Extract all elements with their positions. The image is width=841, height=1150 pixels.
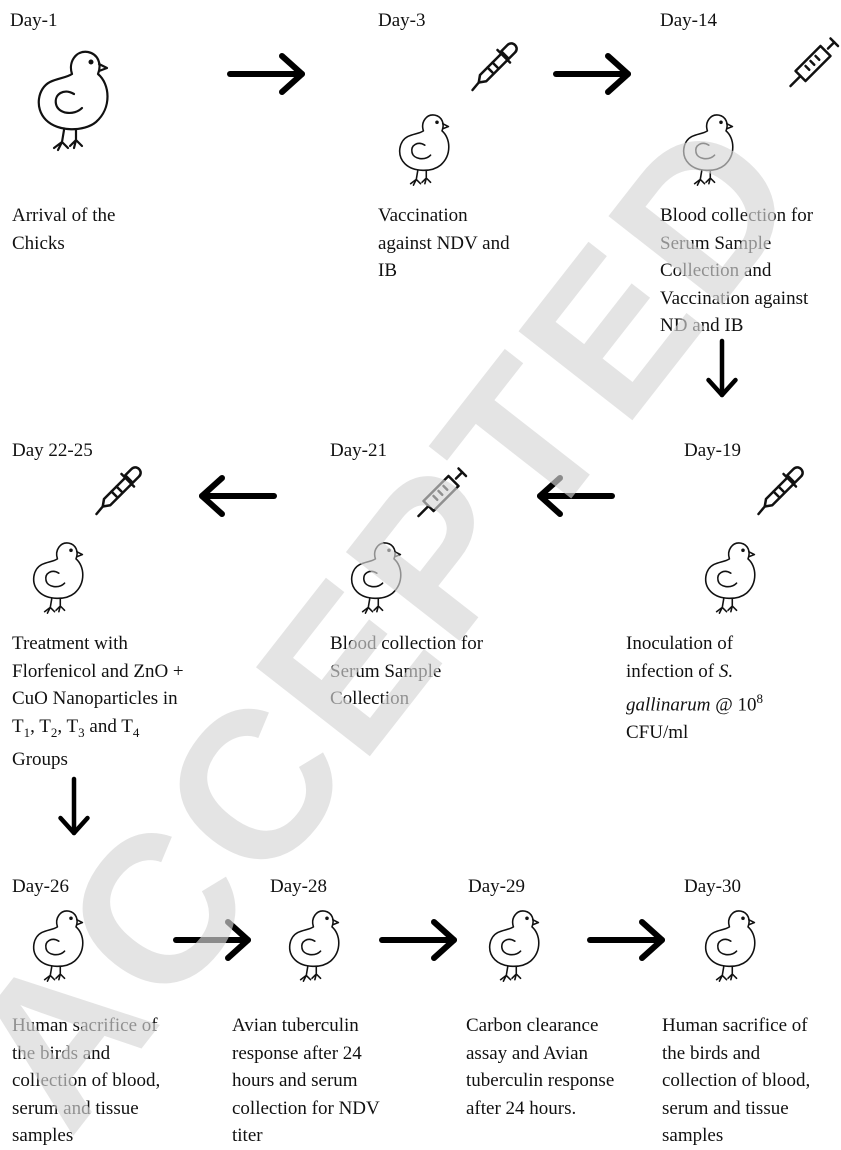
arrow-right-icon	[586, 910, 666, 970]
step-text-line: Collection and	[660, 260, 772, 281]
step-description: Carbon clearance assay and Avian tubercu…	[466, 1012, 614, 1122]
step-text-line: collection of blood,	[662, 1070, 811, 1091]
step-text-line: Carbon clearance	[466, 1015, 599, 1036]
step-text-line: Collection	[330, 688, 410, 709]
step-text-line: Florfenicol and ZnO +	[12, 660, 184, 682]
step-text-line: ND and IB	[660, 315, 744, 336]
step-text-line: Vaccination	[378, 205, 468, 226]
step-text-line: collection for NDV	[232, 1097, 380, 1119]
chick-icon	[28, 44, 112, 152]
step-day-label: Day-21	[330, 440, 387, 461]
step-text-line-groups: T1, T2, T3 and T4	[12, 715, 140, 740]
step-text-line: after 24 hours.	[466, 1097, 577, 1119]
step-day-label: Day-1	[10, 10, 58, 31]
arrow-right-icon	[552, 44, 632, 104]
step-text-line: response after 24	[232, 1042, 362, 1064]
chick-icon	[282, 904, 342, 984]
step-description: Treatment with Florfenicol and ZnO + CuO…	[12, 630, 184, 773]
step-text-line: the birds and	[12, 1042, 111, 1064]
arrow-right-icon	[226, 44, 306, 104]
syringe-icon	[788, 36, 840, 88]
step-description: Inoculation of infection of S. gallinaru…	[626, 630, 763, 746]
step-text-line: samples	[12, 1125, 74, 1146]
step-day-label: Day-26	[12, 876, 69, 897]
step-text-line: Serum Sample	[330, 660, 442, 682]
dropper-icon	[470, 40, 518, 92]
chick-icon	[26, 536, 86, 616]
arrow-left-icon	[198, 466, 278, 526]
step-text-line: CFU/ml	[626, 721, 689, 743]
chick-icon	[698, 536, 758, 616]
step-text-line: IB	[378, 260, 397, 281]
arrow-down-icon	[44, 776, 104, 866]
step-text-line: Groups	[12, 748, 68, 770]
step-day-label: Day 22-25	[12, 440, 93, 461]
step-text-line: Vaccination against	[660, 287, 809, 309]
step-text-line: Human sacrifice of	[12, 1015, 158, 1036]
arrow-right-icon	[378, 910, 458, 970]
dropper-icon	[94, 464, 142, 516]
step-description: Arrival of the Chicks	[12, 202, 115, 257]
step-description: Vaccination against NDV and IB	[378, 202, 510, 285]
chick-icon	[676, 108, 736, 188]
step-day-label: Day-30	[684, 876, 741, 897]
step-text-line: collection of blood,	[12, 1070, 161, 1091]
step-description: Blood collection for Serum Sample Collec…	[660, 202, 813, 340]
arrow-right-icon	[172, 910, 252, 970]
step-text-line: hours and serum	[232, 1070, 358, 1091]
step-text-line: titer	[232, 1125, 263, 1146]
step-text-line: serum and tissue	[662, 1097, 789, 1119]
step-text-line: gallinarum @ 108	[626, 691, 763, 716]
step-text-line: Treatment with	[12, 633, 128, 654]
arrow-down-icon	[692, 338, 752, 428]
step-text-line: Arrival of the	[12, 205, 116, 226]
step-text-line: CuO Nanoparticles in	[12, 688, 178, 709]
step-description: Human sacrifice of the birds and collect…	[12, 1012, 160, 1150]
step-text-line: tuberculin response	[466, 1070, 615, 1091]
step-text-line: samples	[662, 1125, 724, 1146]
step-text-line: Human sacrifice of	[662, 1015, 808, 1036]
step-text-line: Inoculation of	[626, 633, 734, 654]
syringe-icon	[416, 466, 468, 518]
step-day-label: Day-3	[378, 10, 426, 31]
chick-icon	[482, 904, 542, 984]
step-text-line: assay and Avian	[466, 1042, 589, 1064]
step-text-line: Avian tuberculin	[232, 1015, 359, 1036]
step-day-label: Day-28	[270, 876, 327, 897]
dropper-icon	[756, 464, 804, 516]
step-text-line: Serum Sample	[660, 232, 772, 254]
step-text-line: Blood collection for	[330, 633, 484, 654]
step-day-label: Day-29	[468, 876, 525, 897]
step-text-line: the birds and	[662, 1042, 761, 1064]
step-description: Avian tuberculin response after 24 hours…	[232, 1012, 380, 1150]
chick-icon	[344, 536, 404, 616]
arrow-left-icon	[536, 466, 616, 526]
chick-icon	[392, 108, 452, 188]
step-text-line: Blood collection for	[660, 205, 814, 226]
step-description: Human sacrifice of the birds and collect…	[662, 1012, 810, 1150]
step-day-label: Day-19	[684, 440, 741, 461]
step-description: Blood collection for Serum Sample Collec…	[330, 630, 483, 713]
step-text-line: against NDV and	[378, 232, 510, 254]
step-text-line: Chicks	[12, 232, 65, 254]
step-day-label: Day-14	[660, 10, 717, 31]
step-text-line: infection of S.	[626, 660, 734, 682]
chick-icon	[698, 904, 758, 984]
chick-icon	[26, 904, 86, 984]
step-text-line: serum and tissue	[12, 1097, 139, 1119]
